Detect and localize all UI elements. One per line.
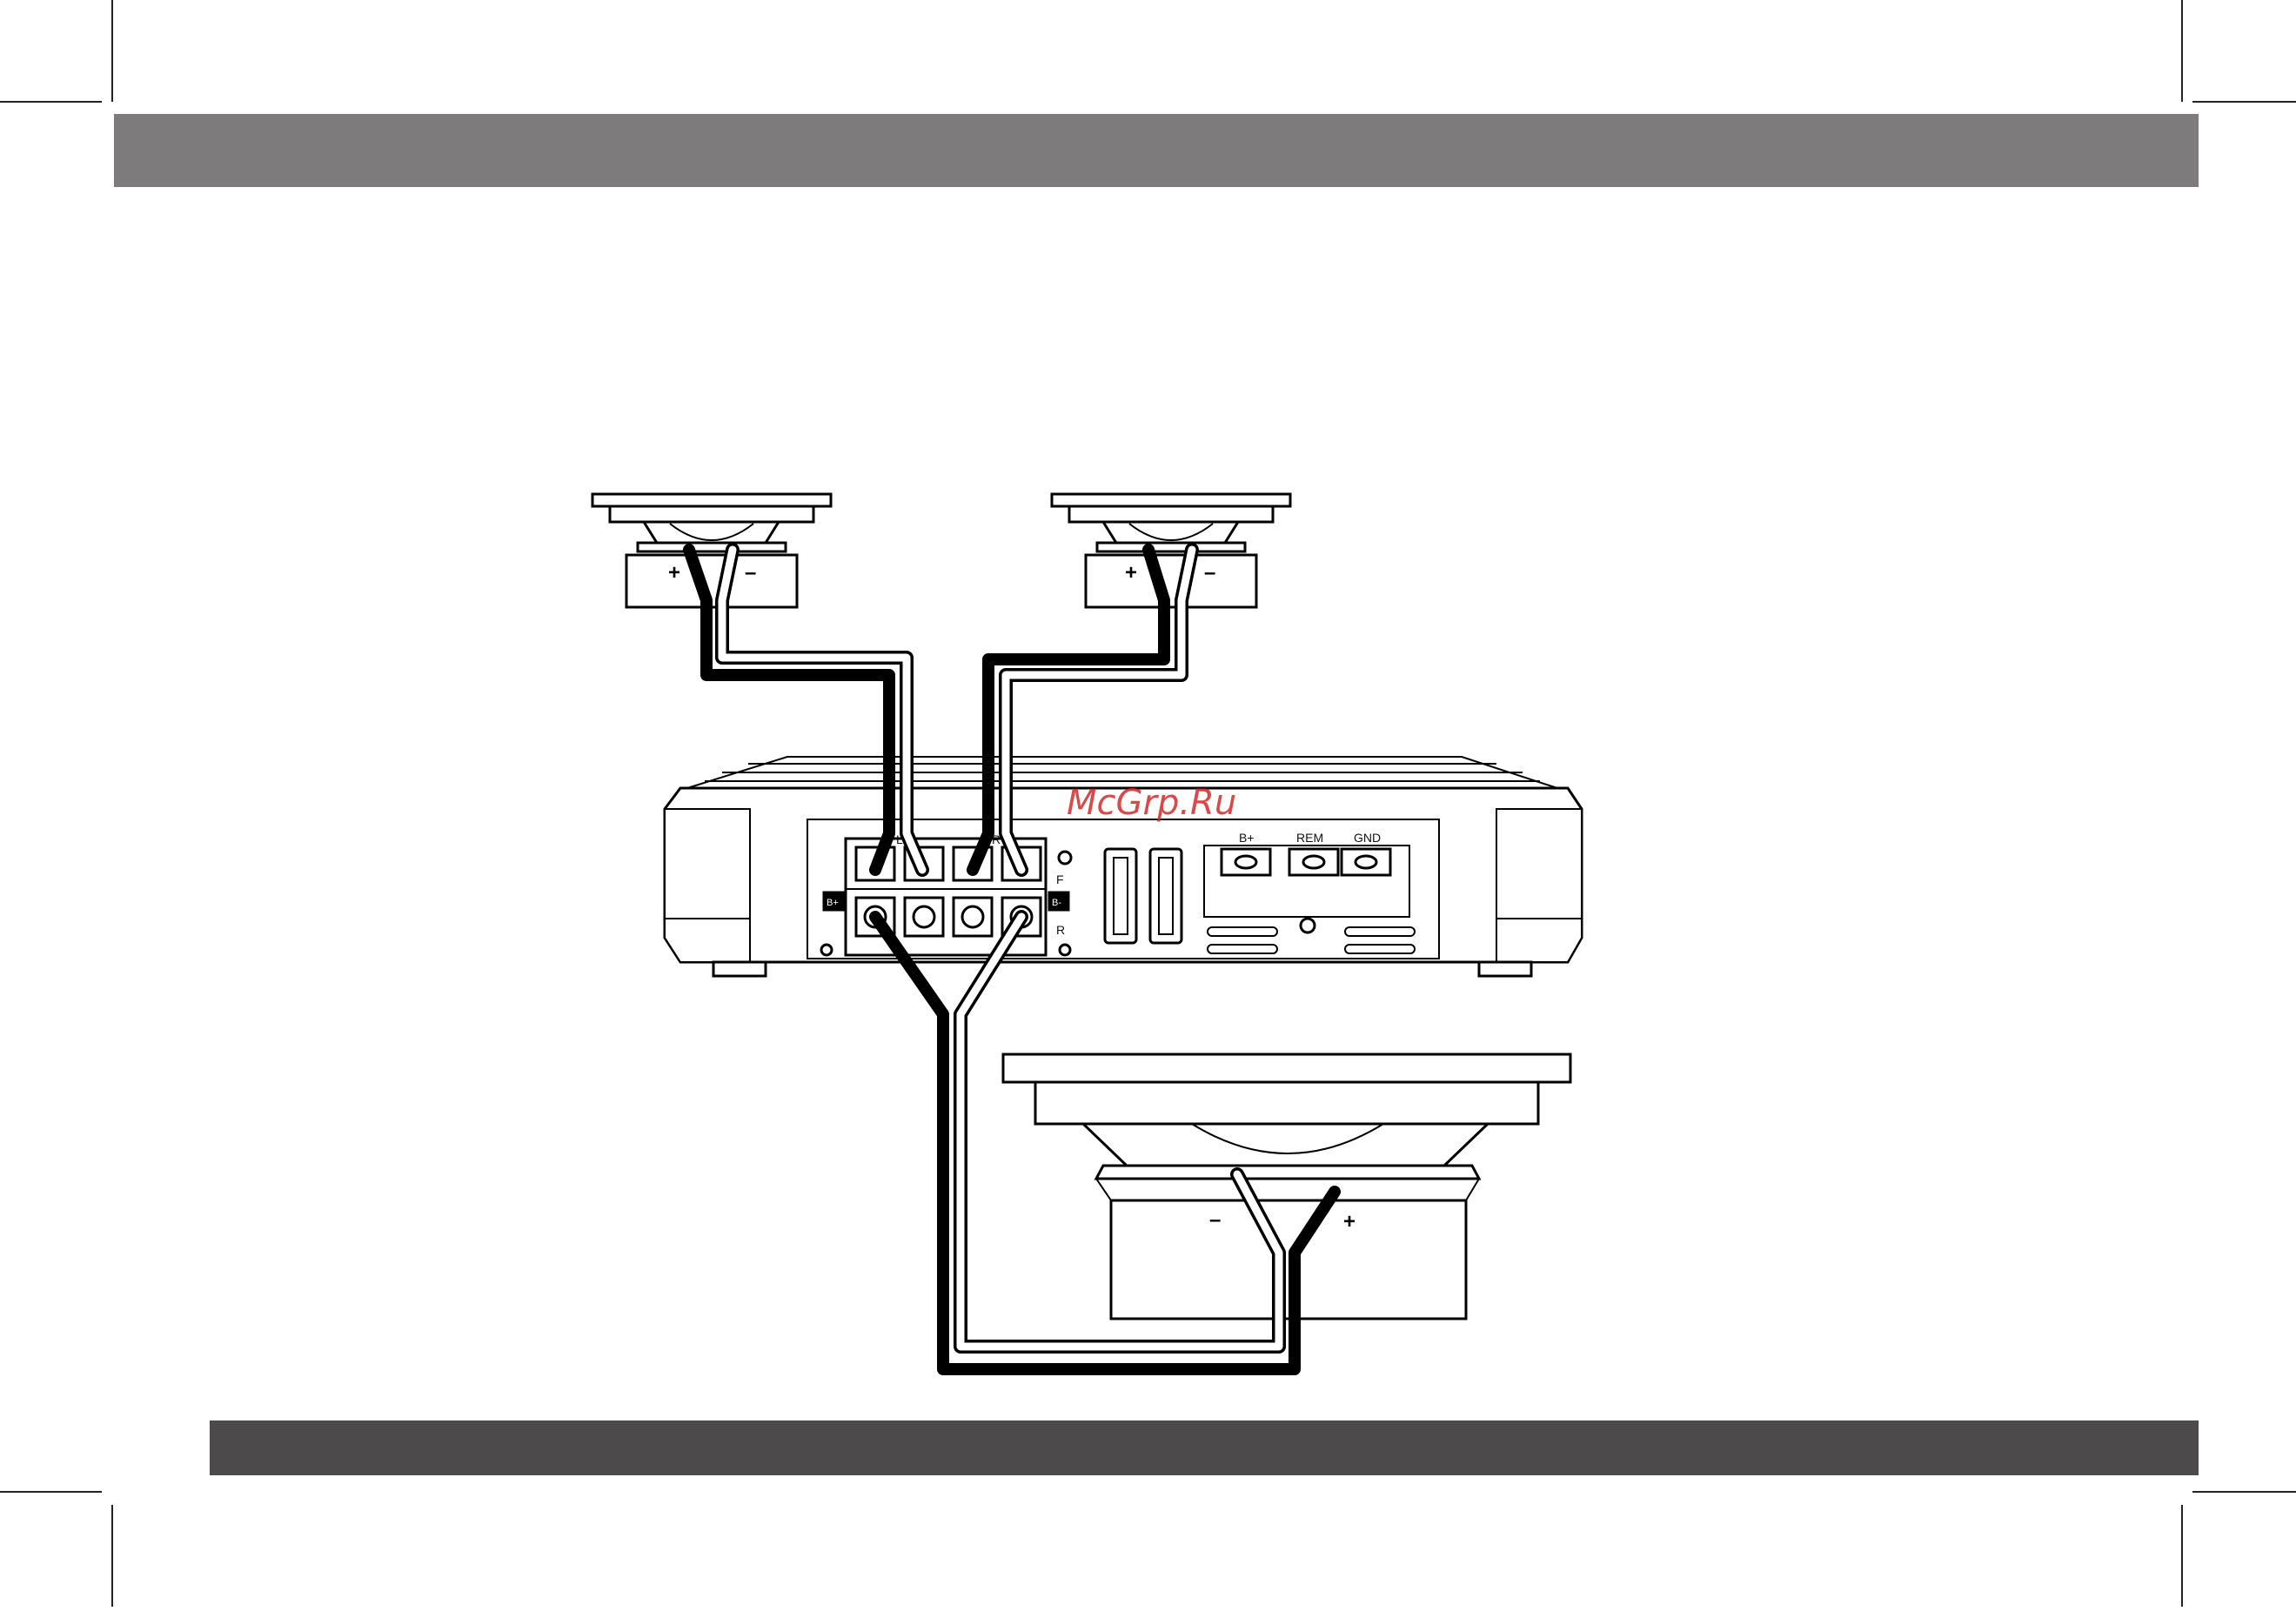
- right-speaker-plus-label: +: [1125, 561, 1137, 585]
- bridge-right-label: B-: [1052, 898, 1061, 908]
- header-bar: [114, 114, 2199, 187]
- left-speaker-minus-label: –: [745, 561, 756, 585]
- bridge-left-label: B+: [827, 898, 839, 908]
- subwoofer-minus-label: –: [1209, 1208, 1221, 1232]
- power-label-bplus: B+: [1239, 831, 1255, 845]
- power-label-rem: REM: [1296, 831, 1323, 845]
- left-speaker: [592, 494, 831, 607]
- right-speaker-minus-label: –: [1204, 561, 1215, 585]
- left-speaker-plus-label: +: [668, 561, 680, 585]
- watermark: McGrp.Ru: [1067, 783, 1236, 823]
- subwoofer-plus-label: +: [1343, 1210, 1356, 1233]
- right-speaker: [1052, 494, 1290, 607]
- power-label-gnd: GND: [1354, 831, 1381, 845]
- subwoofer: [1003, 1054, 1570, 1319]
- rear-label: R: [1056, 923, 1065, 937]
- front-label: F: [1056, 872, 1064, 886]
- footer-bar: [210, 1420, 2199, 1475]
